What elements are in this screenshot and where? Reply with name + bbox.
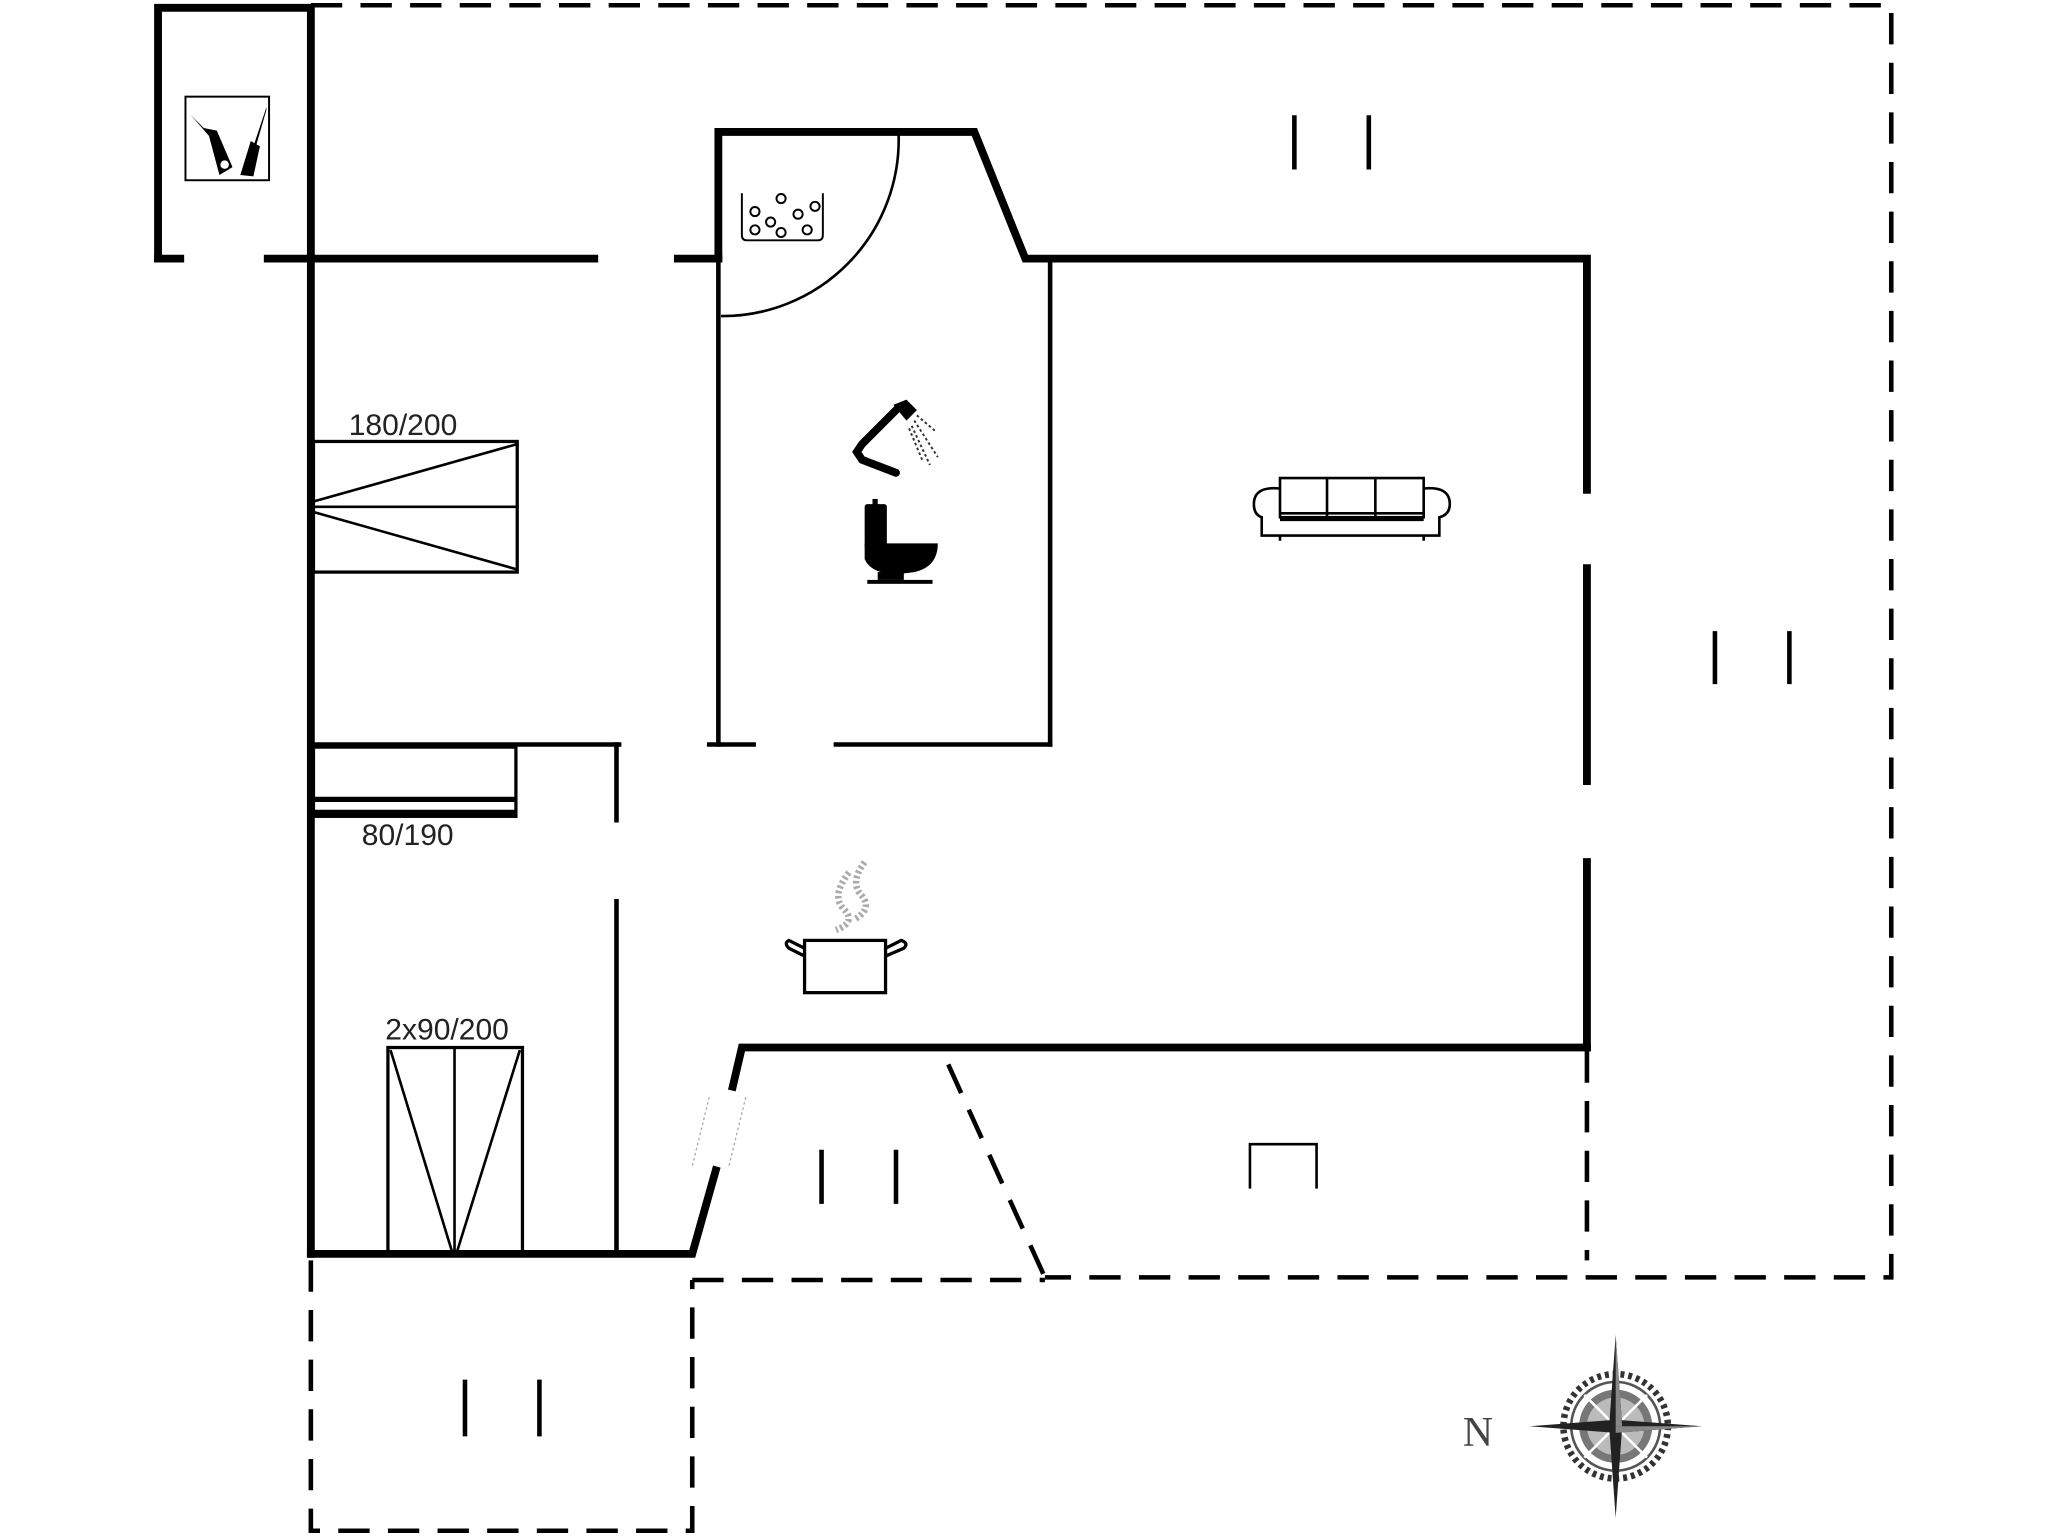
toilet-icon — [864, 498, 938, 584]
utility-shed — [154, 3, 315, 263]
interior-walls — [308, 256, 1053, 1257]
bathroom-door-arc — [720, 134, 900, 318]
double-bed-label: 180/200 — [349, 409, 458, 442]
compass-rose-icon — [1529, 1334, 1702, 1518]
cooking-pot-icon — [784, 860, 908, 995]
single-bed-label: 80/190 — [362, 819, 454, 852]
double-bed: 180/200 — [311, 409, 519, 574]
twin-beds: 2x90/200 — [385, 1014, 525, 1256]
terrace-outlines — [308, 2, 1894, 1534]
exterior-walls — [306, 127, 1591, 1258]
sauna-stones-icon — [740, 192, 824, 242]
single-bed: 80/190 — [311, 745, 518, 852]
entrance-door — [691, 1096, 747, 1167]
twin-beds-label: 2x90/200 — [385, 1014, 509, 1047]
terrace-markers — [462, 115, 1792, 1437]
shower-icon — [852, 399, 939, 477]
compass-north-label: N — [1463, 1410, 1493, 1456]
sofa-icon — [1252, 476, 1452, 541]
outdoor-bench-icon — [1248, 1142, 1318, 1189]
cleaning-tools-icon — [184, 95, 271, 182]
